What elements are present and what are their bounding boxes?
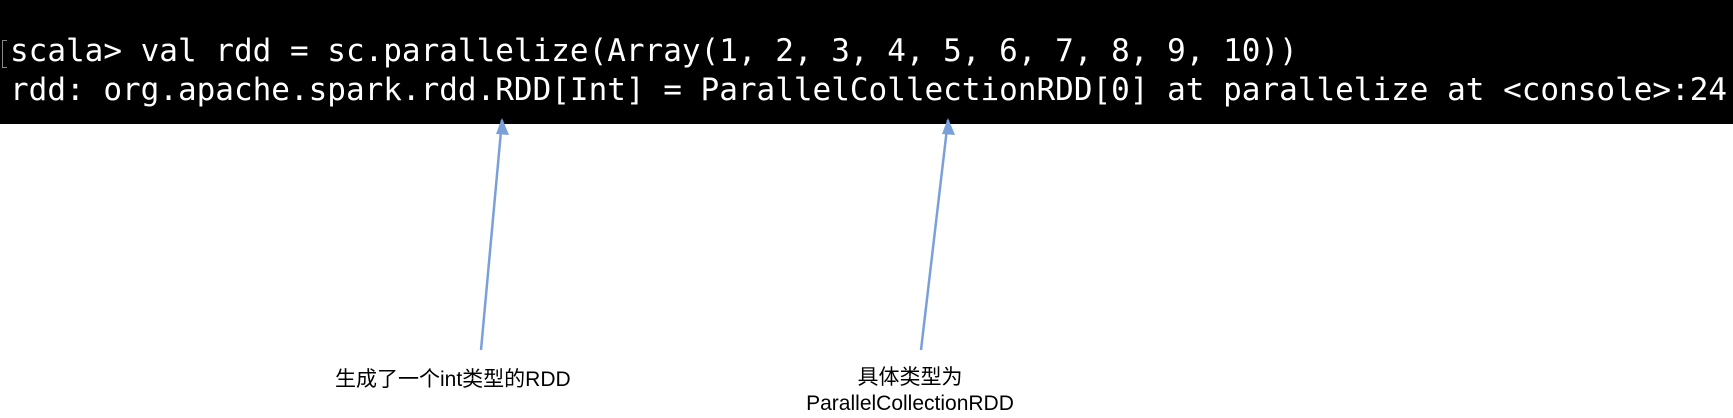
- arrow-to-parallel-collection-rdd: [919, 119, 950, 351]
- arrow-to-rdd-type-head: [496, 118, 509, 135]
- terminal-result-line: rdd: org.apache.spark.rdd.RDD[Int] = Par…: [10, 72, 1728, 108]
- annotation-int-rdd: 生成了一个int类型的RDD: [335, 368, 571, 391]
- annotation-right-line2: ParallelCollectionRDD: [806, 392, 1014, 415]
- arrow-to-rdd-type: [479, 119, 504, 351]
- terminal-command-line: scala> val rdd = sc.parallelize(Array(1,…: [10, 33, 1298, 69]
- annotation-right-line1: 具体类型为: [857, 366, 963, 389]
- annotation-parallel-collection-rdd: 具体类型为 ParallelCollectionRDD: [790, 365, 1030, 417]
- arrow-to-parallel-collection-rdd-head: [942, 118, 955, 135]
- cursor-bracket: [2, 40, 7, 68]
- terminal-output: scala> val rdd = sc.parallelize(Array(1,…: [0, 0, 1733, 124]
